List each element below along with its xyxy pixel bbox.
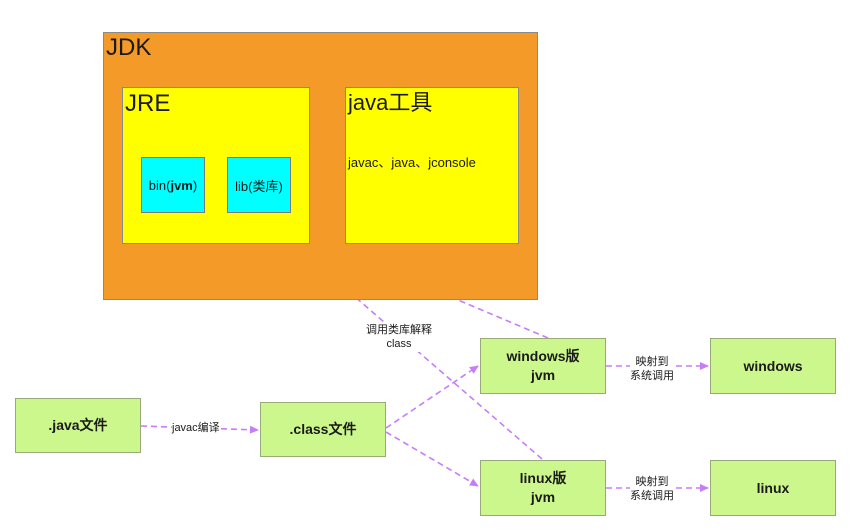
call-library-label: 调用类库解释 class: [366, 323, 432, 352]
edge-class-to-windows-jvm: [385, 365, 479, 429]
linux-os-node: linux: [710, 460, 836, 516]
map-linux-line1: 映射到: [635, 476, 669, 488]
class-file-label: .class文件: [289, 421, 357, 438]
windows-jvm-line2: jvm: [530, 367, 556, 383]
map-windows-label: 映射到 系统调用: [630, 355, 674, 384]
java-tools-container: java工具 javac、java、jconsole: [345, 87, 519, 244]
class-file-node: .class文件: [260, 402, 386, 457]
jre-label: JRE: [125, 90, 171, 117]
javac-compile-label: javac编译: [172, 421, 220, 436]
call-library-line2: class: [386, 338, 412, 351]
bin-jvm-box: bin(jvm): [141, 157, 205, 213]
windows-jvm-line1: windows版: [506, 348, 580, 365]
linux-jvm-node: linux版 jvm: [480, 460, 606, 516]
java-file-node: .java文件: [15, 398, 141, 453]
map-windows-line2: 系统调用: [630, 370, 674, 383]
linux-jvm-line2: jvm: [530, 489, 556, 505]
windows-os-node: windows: [710, 338, 836, 394]
javac-compile-text: javac编译: [172, 422, 220, 434]
windows-os-label: windows: [743, 357, 803, 374]
map-windows-line1: 映射到: [635, 356, 669, 368]
linux-os-label: linux: [756, 479, 790, 496]
lib-label: lib(类库): [235, 178, 283, 194]
map-linux-label: 映射到 系统调用: [630, 475, 674, 504]
bin-suffix: ): [192, 177, 198, 193]
edge-class-to-linux-jvm: [385, 431, 479, 487]
bin-prefix: bin(: [148, 177, 171, 193]
java-file-label: .java文件: [48, 417, 108, 434]
jdk-label: JDK: [106, 34, 152, 61]
linux-jvm-line1: linux版: [519, 470, 567, 487]
java-tools-title: java工具: [348, 90, 433, 115]
call-library-line1: 调用类库解释: [366, 324, 432, 336]
bin-jvm-bold: jvm: [170, 177, 193, 193]
windows-jvm-node: windows版 jvm: [480, 338, 606, 394]
lib-library-box: lib(类库): [227, 157, 291, 213]
map-linux-line2: 系统调用: [630, 490, 674, 503]
java-tools-description: javac、java、jconsole: [348, 155, 476, 170]
